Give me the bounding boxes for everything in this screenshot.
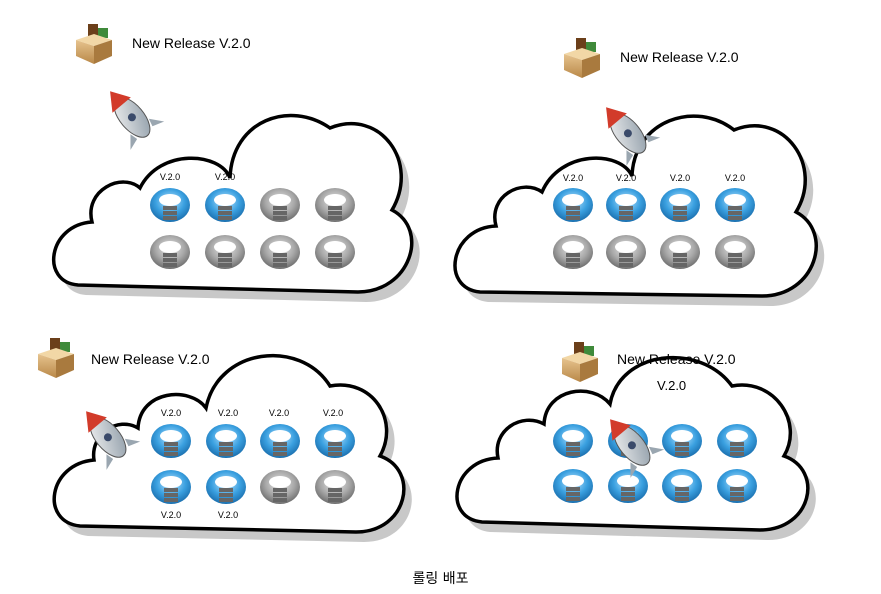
package-box-icon xyxy=(560,342,600,382)
panel-step-3: New Release V.2.0 V.2.0 V.2.0 V.2.0 V.2.… xyxy=(0,330,440,560)
cloud-server-icon-old xyxy=(313,233,357,271)
version-label-center: V.2.0 xyxy=(657,378,687,393)
version-label: V.2.0 xyxy=(160,510,182,520)
cloud-server-icon-old xyxy=(658,233,702,271)
cloud-server-icon-old xyxy=(148,233,192,271)
package-box-icon xyxy=(74,24,114,64)
cloud-server-icon-updated xyxy=(658,186,702,224)
version-label: V.2.0 xyxy=(562,173,584,183)
cloud-server-icon-updated xyxy=(715,467,759,505)
version-label: V.2.0 xyxy=(615,173,637,183)
cloud-server-icon-updated xyxy=(313,422,357,460)
version-label: V.2.0 xyxy=(322,408,344,418)
panel-step-2: New Release V.2.0 V.2.0 V.2.0 V.2.0 V.2.… xyxy=(400,0,860,306)
cloud-server-icon-updated xyxy=(606,467,650,505)
cloud-server-icon-updated xyxy=(713,186,757,224)
version-label: V.2.0 xyxy=(669,173,691,183)
panel-step-4: New Release V.2.0 V.2.0 xyxy=(400,330,860,560)
version-label: V.2.0 xyxy=(159,172,181,182)
cloud-server-icon-old xyxy=(551,233,595,271)
release-label: New Release V.2.0 xyxy=(620,49,739,65)
rocket-icon xyxy=(76,402,141,470)
package-box-icon xyxy=(562,38,602,78)
version-label: V.2.0 xyxy=(217,408,239,418)
cloud-server-icon-old xyxy=(313,468,357,506)
cloud-server-icon-updated xyxy=(551,467,595,505)
cloud-server-icon-updated xyxy=(551,186,595,224)
cloud-server-icon-old xyxy=(258,468,302,506)
cloud-server-icon-updated xyxy=(149,422,193,460)
cloud-server-icon-updated xyxy=(715,422,759,460)
version-label: V.2.0 xyxy=(214,172,236,182)
version-label: V.2.0 xyxy=(268,408,290,418)
panel-step-1: New Release V.2.0 V.2.0 V.2.0 xyxy=(0,0,440,302)
version-label: V.2.0 xyxy=(724,173,746,183)
cloud-server-icon-updated xyxy=(203,186,247,224)
cloud-server-icon-old xyxy=(313,186,357,224)
package-box-icon xyxy=(36,338,76,378)
cloud-server-icon-updated xyxy=(204,422,248,460)
cloud-server-icon-old xyxy=(713,233,757,271)
release-label: New Release V.2.0 xyxy=(132,35,251,51)
cloud-server-icon-old xyxy=(258,186,302,224)
cloud-server-icon-old xyxy=(203,233,247,271)
rocket-icon xyxy=(600,410,665,478)
cloud-server-icon-updated xyxy=(148,186,192,224)
cloud-server-icon-updated xyxy=(551,422,595,460)
cloud-server-icon-updated xyxy=(604,186,648,224)
cloud-server-icon-updated xyxy=(660,422,704,460)
version-label: V.2.0 xyxy=(160,408,182,418)
cloud-server-icon-updated xyxy=(149,468,193,506)
cloud-server-icon-updated xyxy=(660,467,704,505)
cloud-server-icon-old xyxy=(258,233,302,271)
rocket-icon xyxy=(100,82,165,150)
version-label: V.2.0 xyxy=(217,510,239,520)
cloud-server-icon-updated xyxy=(258,422,302,460)
figure-caption: 롤링 배포 xyxy=(412,571,469,587)
cloud-server-icon-updated xyxy=(204,468,248,506)
release-label: New Release V.2.0 xyxy=(91,351,210,367)
release-label: New Release V.2.0 xyxy=(617,351,736,367)
cloud-server-icon-old xyxy=(604,233,648,271)
rocket-icon xyxy=(596,98,661,166)
